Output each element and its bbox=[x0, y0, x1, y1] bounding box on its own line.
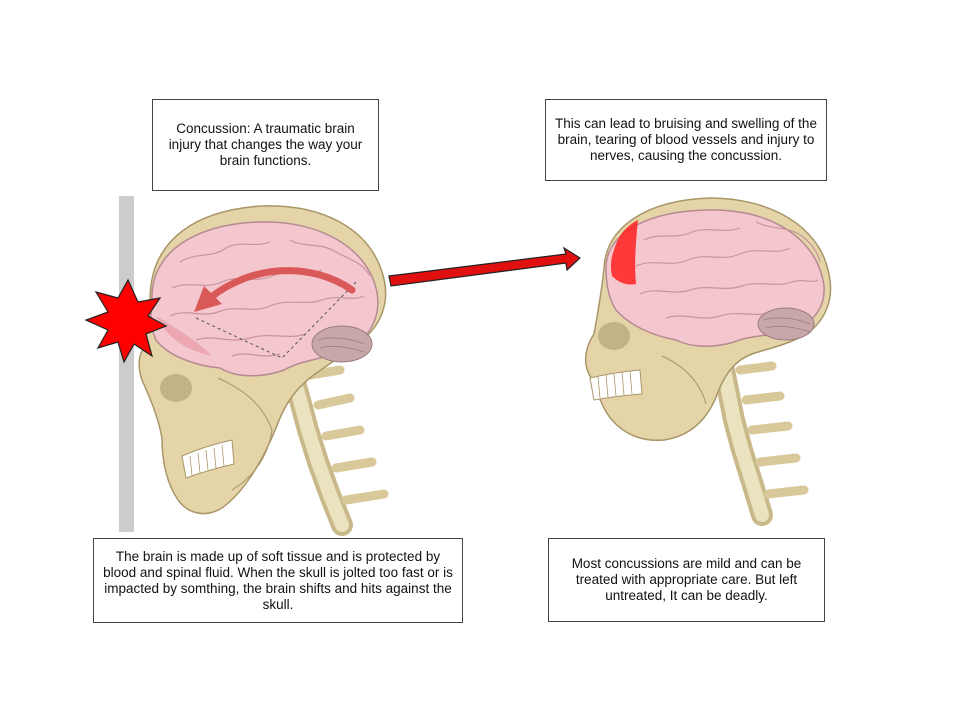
definition-caption: Concussion: A traumatic brain injury tha… bbox=[152, 99, 379, 191]
right-teeth bbox=[589, 369, 643, 401]
left-head bbox=[84, 196, 389, 536]
progression-arrow bbox=[388, 246, 581, 287]
impact-burst-icon bbox=[84, 278, 168, 364]
brain-shift-arrow bbox=[206, 267, 356, 302]
right-head bbox=[584, 197, 832, 526]
left-teeth bbox=[181, 439, 235, 479]
mild-caption: Most concussions are mild and can be tre… bbox=[548, 538, 825, 622]
bruising-caption: This can lead to bruising and swelling o… bbox=[545, 99, 827, 181]
left-cerebellum bbox=[311, 325, 373, 363]
mild-text: Most concussions are mild and can be tre… bbox=[571, 556, 802, 603]
bruising-text: This can lead to bruising and swelling o… bbox=[555, 116, 817, 163]
soft-tissue-caption: The brain is made up of soft tissue and … bbox=[93, 538, 463, 623]
soft-tissue-text: The brain is made up of soft tissue and … bbox=[103, 548, 453, 612]
definition-text: Concussion: A traumatic brain injury tha… bbox=[168, 121, 363, 168]
right-cerebellum bbox=[757, 307, 815, 341]
brain-bruise bbox=[610, 220, 638, 285]
wall-bar bbox=[119, 196, 134, 532]
left-spine bbox=[281, 361, 389, 536]
